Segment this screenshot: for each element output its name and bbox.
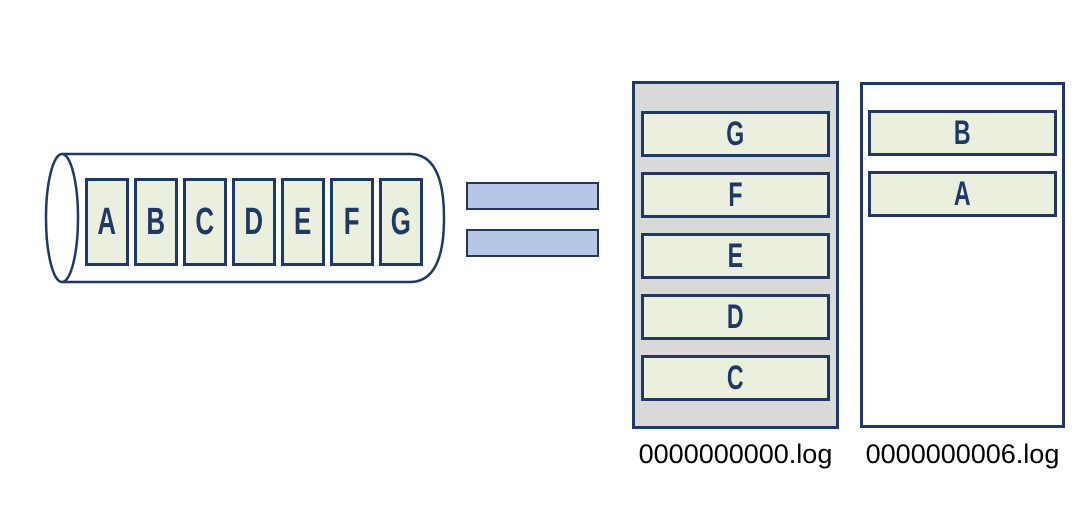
record-letter: G bbox=[726, 115, 745, 153]
record-letter: C bbox=[727, 359, 744, 397]
segment-filename-label: 0000000000.log bbox=[638, 439, 833, 469]
record-letter: E bbox=[294, 201, 312, 243]
record-letter: D bbox=[244, 201, 264, 243]
record-letter: B bbox=[954, 114, 971, 152]
record-letter: C bbox=[195, 201, 215, 243]
log-segment-file-0: G F E D C bbox=[632, 81, 839, 429]
segment-record-box: G bbox=[641, 111, 830, 157]
record-letter: F bbox=[728, 176, 743, 214]
record-letter: G bbox=[390, 201, 412, 243]
cylinder-record-box: A bbox=[85, 178, 129, 266]
cylinder-record-box: D bbox=[232, 178, 276, 266]
cylinder-record-box: E bbox=[281, 178, 325, 266]
record-letter: F bbox=[344, 201, 360, 243]
segment-record-box: A bbox=[868, 171, 1057, 217]
record-letter: A bbox=[97, 201, 117, 243]
segment-filename-label: 0000000006.log bbox=[865, 439, 1060, 469]
log-segment-file-1: B A bbox=[860, 82, 1065, 428]
cylinder-record-box: G bbox=[379, 178, 423, 266]
record-letter: E bbox=[727, 237, 744, 275]
cylinder-left-cap bbox=[44, 152, 80, 284]
record-letter: B bbox=[146, 201, 166, 243]
segment-record-box: F bbox=[641, 172, 830, 218]
cylinder-record-box: B bbox=[134, 178, 178, 266]
segment-record-box: E bbox=[641, 233, 830, 279]
segment-record-box: B bbox=[868, 110, 1057, 156]
segment-record-box: C bbox=[641, 355, 830, 401]
record-letter: D bbox=[727, 298, 744, 336]
cylinder-record-box: F bbox=[330, 178, 374, 266]
record-letter: A bbox=[954, 175, 971, 213]
cylinder-record-box: C bbox=[183, 178, 227, 266]
equals-bar-bottom bbox=[466, 229, 599, 257]
equals-bar-top bbox=[466, 182, 599, 210]
segment-record-box: D bbox=[641, 294, 830, 340]
